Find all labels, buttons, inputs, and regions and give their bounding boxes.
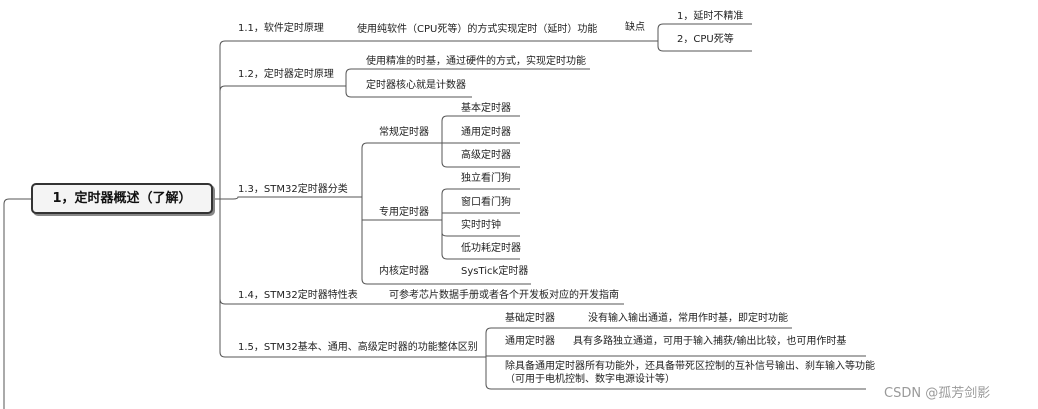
- compare-basic-desc[interactable]: 没有输入输出通道，常用作时基，即定时功能: [588, 313, 788, 324]
- regular-timer-advanced[interactable]: 高级定时器: [461, 150, 511, 161]
- drawback-item-2[interactable]: 2，CPU死等: [677, 34, 734, 45]
- section-1-2-title[interactable]: 1.2，定时器定时原理: [238, 69, 334, 80]
- compare-advanced-desc-line2[interactable]: （可用于电机控制、数字电源设计等）: [505, 374, 675, 385]
- root-topic[interactable]: 1，定时器概述（了解）: [31, 183, 213, 214]
- section-1-4-title[interactable]: 1.4，STM32定时器特性表: [238, 290, 358, 301]
- connector-trunk: [3, 198, 31, 409]
- compare-advanced-desc-line1[interactable]: 除具备通用定时器所有功能外，还具备带死区控制的互补信号输出、刹车输入等功能: [505, 361, 875, 372]
- connector-special-items: [441, 188, 520, 260]
- core-timers-label[interactable]: 内核定时器: [379, 266, 429, 277]
- section-1-2-point-1[interactable]: 使用精准的时基，通过硬件的方式，实现定时功能: [366, 56, 586, 67]
- connector-root-s11: [213, 40, 346, 200]
- section-1-2-point-2[interactable]: 定时器核心就是计数器: [366, 80, 466, 91]
- drawback-item-1[interactable]: 1，延时不精准: [677, 11, 744, 22]
- section-1-3-title[interactable]: 1.3，STM32定时器分类: [238, 184, 348, 195]
- special-timer-lptim[interactable]: 低功耗定时器: [461, 243, 521, 254]
- section-1-1-desc[interactable]: 使用纯软件（CPU死等）的方式实现定时（延时）功能: [357, 24, 598, 35]
- compare-general-name[interactable]: 通用定时器: [505, 336, 555, 347]
- special-timer-rtc[interactable]: 实时时钟: [461, 220, 501, 231]
- regular-timer-general[interactable]: 通用定时器: [461, 127, 511, 138]
- compare-basic-name[interactable]: 基础定时器: [505, 313, 555, 324]
- connector-s13-groups: [352, 142, 442, 285]
- section-1-1-title[interactable]: 1.1，软件定时原理: [238, 23, 324, 34]
- drawback-label[interactable]: 缺点: [625, 22, 645, 33]
- regular-timer-basic[interactable]: 基本定时器: [461, 103, 511, 114]
- connector-regular-items: [441, 115, 520, 168]
- watermark: CSDN @孤芳剑影: [884, 386, 991, 401]
- connector-root-s15: [219, 199, 486, 358]
- special-timer-wwdg[interactable]: 窗口看门狗: [461, 197, 511, 208]
- connector-root-s13: [213, 196, 352, 200]
- core-timer-systick[interactable]: SysTick定时器: [461, 266, 529, 277]
- special-timers-label[interactable]: 专用定时器: [379, 207, 429, 218]
- regular-timers-label[interactable]: 常规定时器: [379, 127, 429, 138]
- compare-general-desc[interactable]: 具有多路独立通道，可用于输入捕获/输出比较，也可用作时基: [573, 336, 847, 347]
- section-1-4-desc[interactable]: 可参考芯片数据手册或者各个开发板对应的开发指南: [389, 290, 619, 301]
- connector-s15-rows: [485, 327, 866, 390]
- connector-drawback-items: [652, 23, 752, 52]
- connector-root-s12: [219, 85, 346, 199]
- special-timer-iwdg[interactable]: 独立看门狗: [461, 173, 511, 184]
- section-1-5-title[interactable]: 1.5，STM32基本、通用、高级定时器的功能整体区别: [238, 342, 478, 353]
- connector-s12-points: [345, 68, 590, 98]
